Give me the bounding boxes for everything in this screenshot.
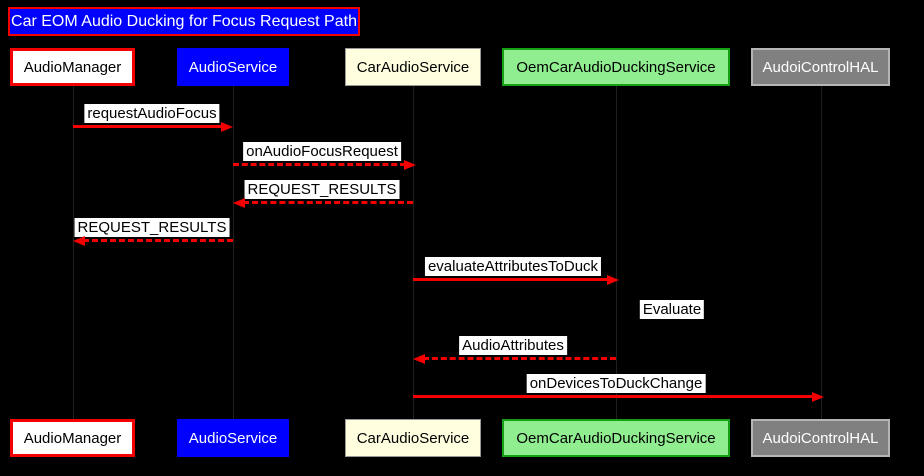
lifeline-car-audio-service — [413, 86, 414, 419]
participant-car-audio-service-bottom: CarAudioService — [345, 419, 481, 457]
message-arrowhead-7 — [812, 392, 824, 402]
message-arrow-line-1 — [233, 163, 406, 166]
message-arrow-line-2 — [243, 201, 413, 204]
lifeline-audoi-control-hal — [821, 86, 822, 419]
lifeline-oem-car-audio-ducking-service — [616, 86, 617, 419]
message-arrowhead-6 — [413, 354, 425, 364]
message-label-2: REQUEST_RESULTS — [244, 180, 400, 199]
participant-oem-car-audio-ducking-service-bottom: OemCarAudioDuckingService — [502, 419, 730, 457]
participant-audio-manager-bottom: AudioManager — [10, 419, 135, 457]
participant-audio-manager-top: AudioManager — [10, 48, 135, 86]
participant-car-audio-service-top: CarAudioService — [345, 48, 481, 86]
message-label-6: AudioAttributes — [459, 336, 567, 355]
diagram-title: Car EOM Audio Ducking for Focus Request … — [8, 7, 360, 36]
message-label-3: REQUEST_RESULTS — [74, 218, 230, 237]
message-arrow-line-3 — [83, 239, 233, 242]
participant-audio-service-bottom: AudioService — [177, 419, 289, 457]
lifeline-audio-service — [233, 86, 234, 419]
participant-audio-service-top: AudioService — [177, 48, 289, 86]
participant-audoi-control-hal-top: AudoiControlHAL — [751, 48, 890, 86]
lifeline-audio-manager — [73, 86, 74, 419]
message-label-4: evaluateAttributesToDuck — [424, 257, 602, 276]
message-arrow-line-7 — [413, 395, 814, 398]
participant-audoi-control-hal-bottom: AudoiControlHAL — [751, 419, 890, 457]
message-arrowhead-1 — [404, 160, 416, 170]
message-arrowhead-0 — [221, 122, 233, 132]
message-label-0: requestAudioFocus — [84, 104, 220, 123]
message-arrow-line-6 — [423, 357, 616, 360]
message-label-7: onDevicesToDuckChange — [526, 374, 706, 393]
message-arrow-line-0 — [73, 125, 223, 128]
message-label-5: Evaluate — [639, 300, 705, 319]
message-label-1: onAudioFocusRequest — [243, 142, 401, 161]
message-arrowhead-3 — [73, 236, 85, 246]
message-arrowhead-4 — [607, 275, 619, 285]
participant-oem-car-audio-ducking-service-top: OemCarAudioDuckingService — [502, 48, 730, 86]
message-arrow-line-4 — [413, 278, 609, 281]
message-arrowhead-2 — [233, 198, 245, 208]
